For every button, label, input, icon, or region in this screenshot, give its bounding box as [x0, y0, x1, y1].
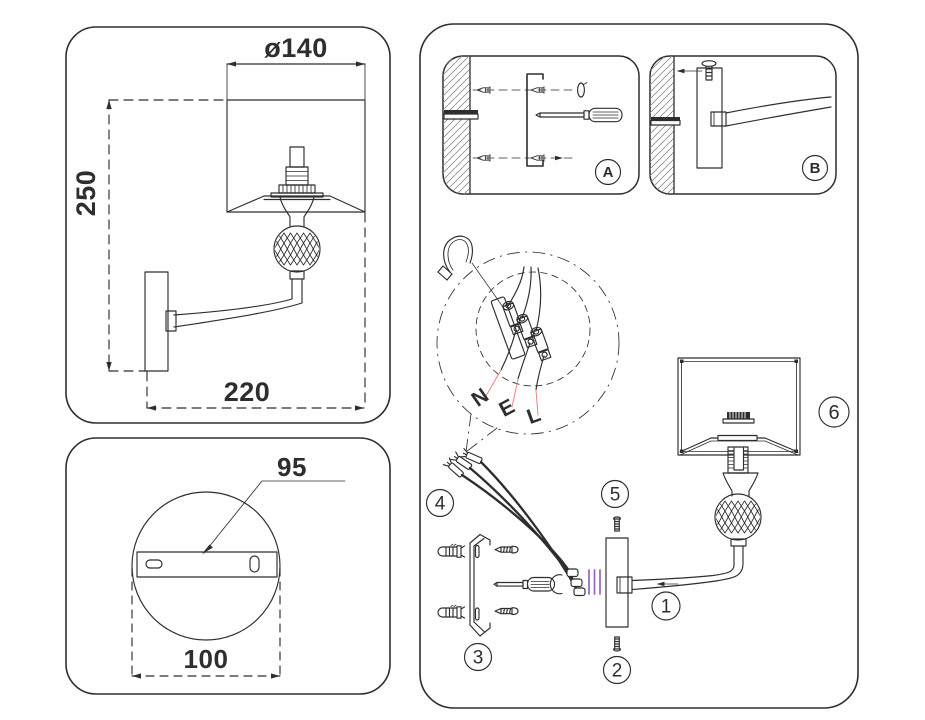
part-6-label: 6: [828, 402, 839, 424]
mounting-bracket-side: [526, 73, 544, 167]
screwdriver-icon: [535, 107, 623, 123]
bubble-outline: [436, 251, 620, 435]
rotation-icon: [577, 82, 588, 98]
dimension-plate-width: 100: [131, 567, 281, 679]
lamp-stem: [291, 278, 303, 304]
ferrule-icon: [573, 587, 586, 597]
panel-front-view: ø140 250 220: [65, 26, 391, 424]
arm-clamp: [616, 576, 633, 594]
part-6-badge: 6: [818, 396, 850, 428]
panel-backplate-view: 95 100: [65, 437, 391, 695]
part-2-badge: 2: [602, 655, 632, 685]
bubble-tail: [465, 413, 498, 453]
part-1-label: 1: [661, 597, 672, 618]
ferrule-icon: [566, 568, 579, 578]
lamp-stem: [733, 545, 744, 566]
screwdriver-icon: [493, 574, 563, 595]
terminal-wire-tails: [500, 329, 545, 391]
terminal-leader-lines: [485, 369, 539, 416]
step-a-label: A: [603, 164, 614, 181]
direction-arrow-icon: [555, 155, 563, 161]
backplate-bracket-label: 95: [277, 452, 307, 482]
mounting-slot-left: [145, 559, 163, 569]
bubble-inner-outline: [475, 271, 591, 387]
dimension-bracket: 95: [202, 452, 346, 554]
wall-ledge: [444, 110, 478, 114]
mounting-bracket-icon: [469, 533, 491, 637]
screw-icon: [701, 60, 717, 81]
panel-installation: A: [419, 23, 859, 709]
terminal-block-icon: [490, 266, 552, 391]
part-5-badge: 5: [600, 479, 630, 509]
dim-width-label: 220: [224, 377, 271, 407]
mounting-slot-right: [249, 555, 260, 573]
incoming-wires: [507, 266, 542, 332]
ball-cup: [289, 270, 305, 280]
part-4-label: 4: [435, 494, 446, 515]
part-6-shade-assembly: 6: [631, 357, 850, 591]
part-3-badge: 3: [463, 642, 493, 672]
ferrule-icon: [570, 578, 583, 588]
screw-icon: [612, 636, 622, 652]
arm-bracket: [165, 310, 177, 332]
bracket-slot: [474, 607, 480, 621]
part-4-wire-harness: 4: [425, 448, 601, 597]
harness-wire: [460, 473, 572, 574]
part-backplate-assembly: 5 2 1: [600, 479, 681, 685]
wall-hatch: [443, 56, 470, 194]
wall-plate-front: [144, 271, 169, 372]
dimension-height: 250: [71, 99, 227, 372]
lamp-arm: [173, 298, 303, 328]
socket-flange: [270, 192, 324, 198]
step-b-badge: B: [801, 154, 829, 182]
part-3-label: 3: [473, 648, 484, 669]
shade-fitter: [717, 434, 758, 442]
lamp-neck: [279, 196, 315, 228]
front-view-lamp-drawing: [144, 99, 366, 372]
lamp-arm: [725, 96, 832, 127]
lamp-arm: [631, 562, 744, 591]
step-a-badge: A: [594, 158, 622, 186]
direction-arrow-icon: [656, 581, 679, 587]
lampshade-front: [226, 99, 366, 213]
dimension-width: 220: [146, 212, 366, 411]
socket-icon: [722, 411, 755, 424]
dimension-diameter: ø140: [226, 33, 366, 100]
wall-ledge: [651, 117, 680, 121]
part-2-label: 2: [612, 661, 623, 682]
dim-diameter-label: ø140: [264, 33, 328, 63]
backplate-disc: [131, 491, 281, 641]
direction-arrow-icon: [676, 68, 703, 74]
part-3-mounting-kit: 3: [437, 533, 563, 672]
harness-wire: [479, 460, 579, 592]
bracket-slot: [474, 544, 480, 559]
step-b-label: B: [810, 160, 821, 177]
hook-leader-line: [471, 262, 506, 311]
dim-height-label: 250: [71, 170, 101, 217]
screw-icon: [612, 516, 622, 532]
lamp-backplate: [696, 67, 723, 169]
ball-cup: [730, 538, 747, 547]
backplate-width-label: 100: [184, 644, 229, 674]
step-a-panel: A: [442, 55, 640, 195]
part-4-badge: 4: [425, 488, 455, 518]
arm-clamp: [710, 111, 727, 127]
hook-icon: [437, 235, 506, 311]
insert-marks-icon: [588, 569, 601, 595]
lampshade-rim: [226, 195, 366, 213]
part-1-badge: 1: [651, 591, 681, 621]
step-b-panel: B: [649, 55, 837, 195]
rotation-icon: [549, 574, 563, 595]
panel-front-view-border: [65, 26, 391, 424]
lamp-neck: [722, 472, 759, 497]
part-5-label: 5: [610, 485, 621, 506]
